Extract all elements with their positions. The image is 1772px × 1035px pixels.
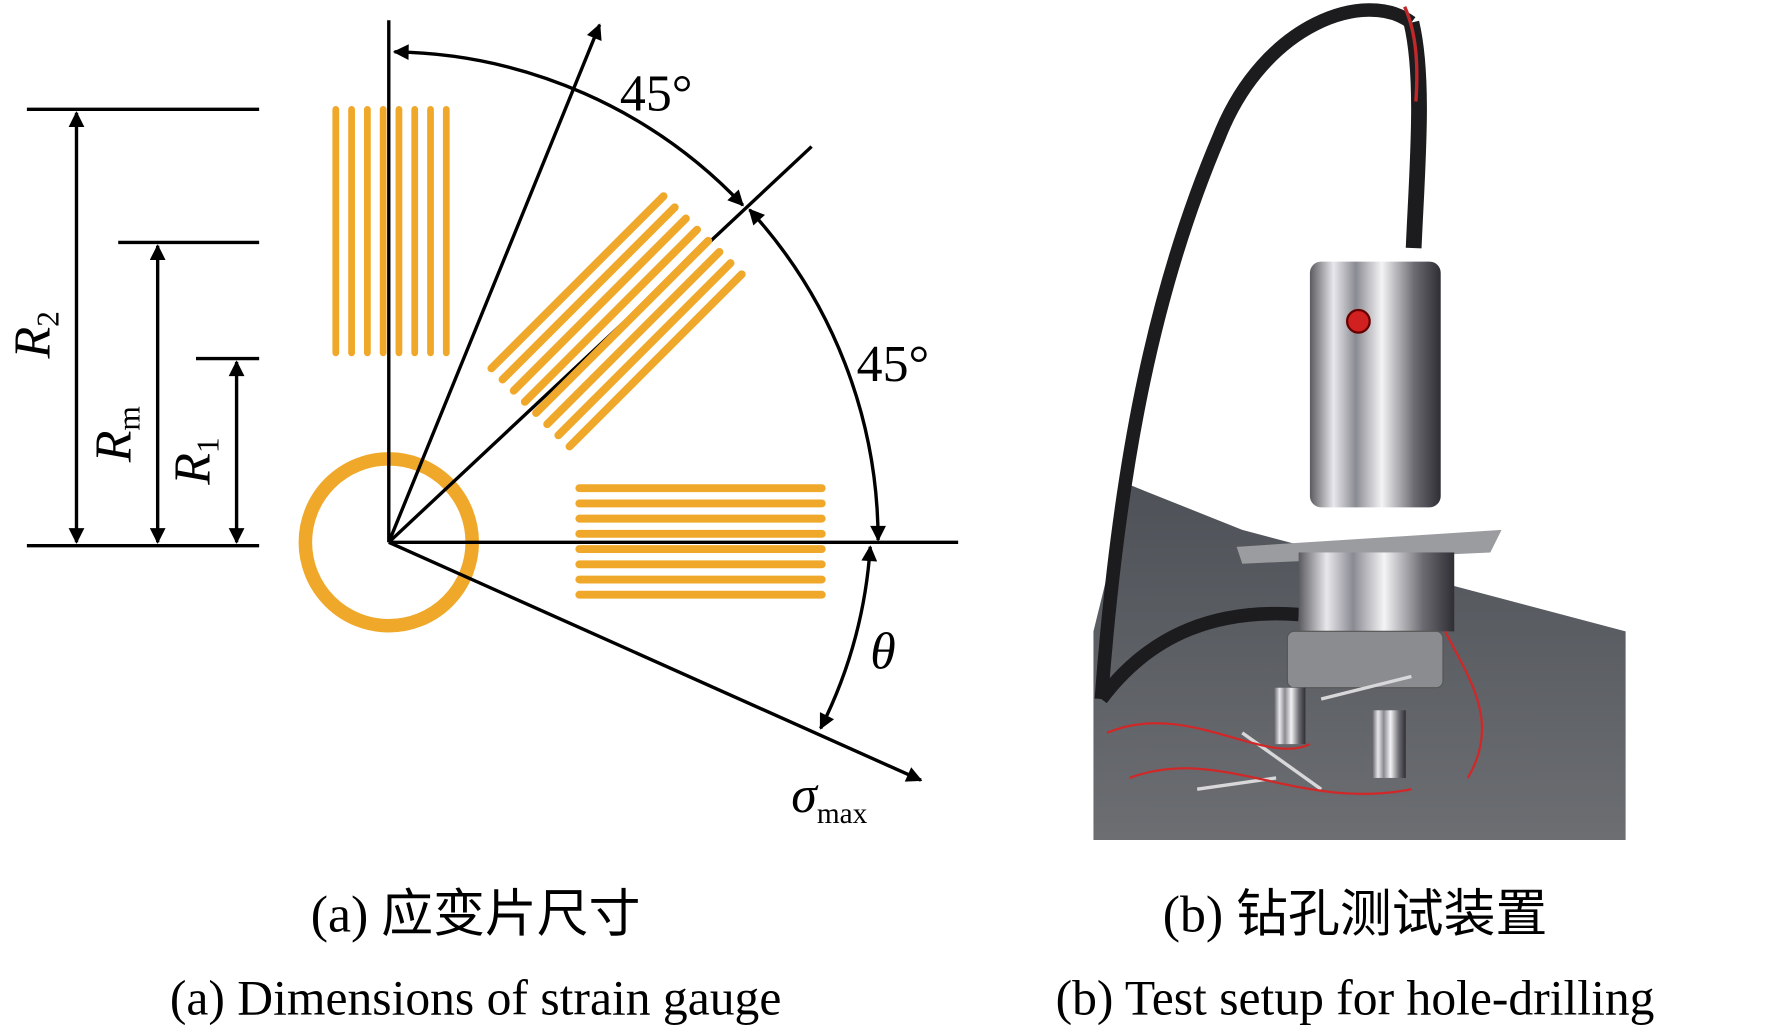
cable-bottom: [1095, 606, 1300, 704]
strain-gauge-diagram: [26, 20, 959, 782]
label-angle-right: 45°: [857, 336, 930, 393]
gauge-strip: [565, 270, 746, 451]
caption-b-cn: (b) 钻孔测试装置: [1163, 886, 1548, 943]
device-cylinder: [1309, 261, 1441, 508]
hole-drilling-device-photo: [1093, 3, 1626, 840]
leg-right: [1371, 710, 1406, 778]
label-angle-top: 45°: [620, 65, 693, 122]
knurled-ring: [1286, 630, 1444, 689]
caption-b-en: (b) Test setup for hole-drilling: [1056, 971, 1655, 1026]
theta-arc: [819, 545, 878, 730]
label-rm: Rm: [86, 406, 147, 464]
gauge-wires: [1106, 630, 1484, 795]
gauge-strip: [543, 248, 724, 429]
label-sigma-max: σmax: [791, 767, 867, 830]
caption-a-cn: (a) 应变片尺寸: [311, 886, 641, 943]
sigma-max-arrow: [388, 540, 923, 782]
label-r1: R1: [165, 437, 226, 485]
red-button: [1345, 308, 1371, 334]
red-wire: [1403, 6, 1419, 102]
gauge-strip: [554, 259, 735, 440]
gauge-strip: [498, 203, 679, 384]
gauge-strip: [487, 192, 668, 373]
angle-arc-right: [748, 208, 886, 542]
strain-gauge-diagonal: [487, 192, 746, 451]
ray-arrow: [387, 23, 602, 543]
gauge-strip: [509, 214, 690, 395]
label-theta: θ: [870, 624, 895, 681]
strain-gauge-vertical: [332, 105, 450, 357]
strain-gauge-horizontal: [575, 484, 826, 599]
angle-arc-top: [392, 44, 745, 207]
gauge-strip: [520, 225, 702, 406]
leg-left: [1273, 687, 1306, 745]
device-body-lower: [1298, 552, 1455, 632]
caption-a-en: (a) Dimensions of strain gauge: [170, 971, 782, 1026]
gauge-strip: [532, 236, 713, 417]
cable: [1094, 3, 1416, 700]
label-r2: R2: [4, 311, 65, 359]
